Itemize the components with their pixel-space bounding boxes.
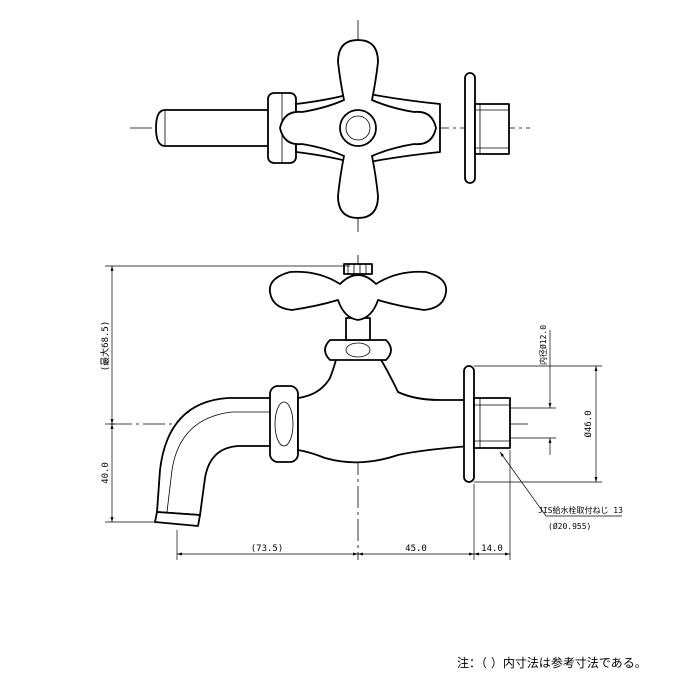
spout-height-dim: 40.0 — [101, 462, 111, 484]
thread-spec-label: JIS給水栓取付ねじ 13 — [538, 505, 623, 515]
inner-diameter-dim: 内径Ø12.0 — [538, 325, 548, 365]
top-view — [130, 20, 530, 232]
body-length-dim: 45.0 — [405, 544, 427, 554]
top-thread — [474, 103, 510, 155]
stem-nut — [324, 339, 392, 361]
thread-diameter-label: (Ø20.955) — [548, 521, 591, 531]
top-spout-pipe — [155, 109, 278, 147]
thread-length-dim: 14.0 — [481, 544, 503, 554]
max-height-dim: (最大68.5) — [99, 321, 111, 372]
front-cross-handle — [268, 270, 448, 321]
front-view — [110, 255, 530, 560]
top-flange — [464, 72, 476, 184]
flange-diameter-dim: Ø46.0 — [583, 410, 594, 437]
spout-tip — [154, 511, 201, 527]
reach-dim: (73.5) — [251, 544, 284, 554]
front-spout — [156, 397, 275, 516]
front-thread — [473, 397, 511, 449]
front-body — [297, 357, 471, 464]
front-flange — [463, 365, 475, 483]
top-handle-hub — [339, 109, 377, 147]
handle-cap — [343, 263, 373, 275]
dimension-lines — [105, 265, 622, 560]
front-nut — [269, 385, 299, 463]
reference-note: 注：（ ）内寸法は参考寸法である。 — [457, 655, 647, 670]
stem — [345, 317, 371, 341]
